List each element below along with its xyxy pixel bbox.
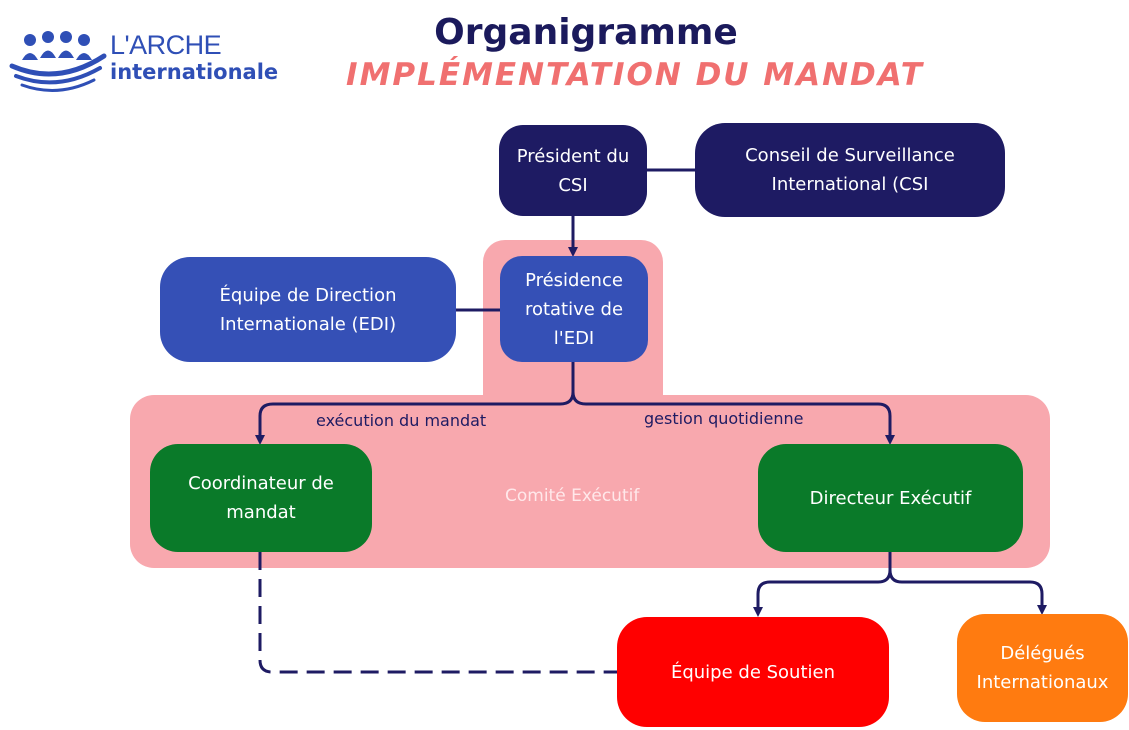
coordinateur-soutien-dashed [258,552,617,674]
equipe-soutien-node: Équipe de Soutien [617,617,889,727]
equipe-direction-label: Équipe de Direction Internationale (EDI) [219,284,397,335]
execution-label: exécution du mandat [316,411,487,430]
coordinateur-node: Coordinateur de mandat [150,444,372,552]
gestion-label: gestion quotidienne [644,409,804,428]
coordinateur-label: Coordinateur de mandat [188,473,334,523]
logo-line2: internationale [110,60,279,84]
presidence-rotative-label: Présidence rotative de l'EDI [524,269,624,349]
comite-executif-label: Comité Exécutif [505,486,640,506]
equipe-soutien-label: Équipe de Soutien [670,661,836,683]
delegues-node: Délégués Internationaux [957,614,1128,722]
page-subtitle: IMPLÉMENTATION DU MANDAT [346,57,924,93]
page-title: Organigramme [434,12,738,53]
people-boat-icon [9,31,107,92]
gestion-arrow [571,391,895,445]
logo-line1: L'ARCHE [110,30,222,60]
president-csi-label: Président du CSI [516,145,630,196]
conseil-label: Conseil de Surveillance International (C… [745,145,955,195]
directeur-node: Directeur Exécutif [758,444,1023,552]
presidence-rotative-node: Présidence rotative de l'EDI [500,256,648,362]
equipe-direction-node: Équipe de Direction Internationale (EDI) [160,257,456,362]
larche-logo [8,22,298,102]
conseil-node: Conseil de Surveillance International (C… [695,123,1005,217]
directeur-soutien-arrow [753,552,892,617]
directeur-delegues-arrow [888,569,1047,615]
directeur-label: Directeur Exécutif [809,487,972,509]
president-csi-node: Président du CSI [499,125,647,216]
delegues-label: Délégués Internationaux [976,643,1109,693]
